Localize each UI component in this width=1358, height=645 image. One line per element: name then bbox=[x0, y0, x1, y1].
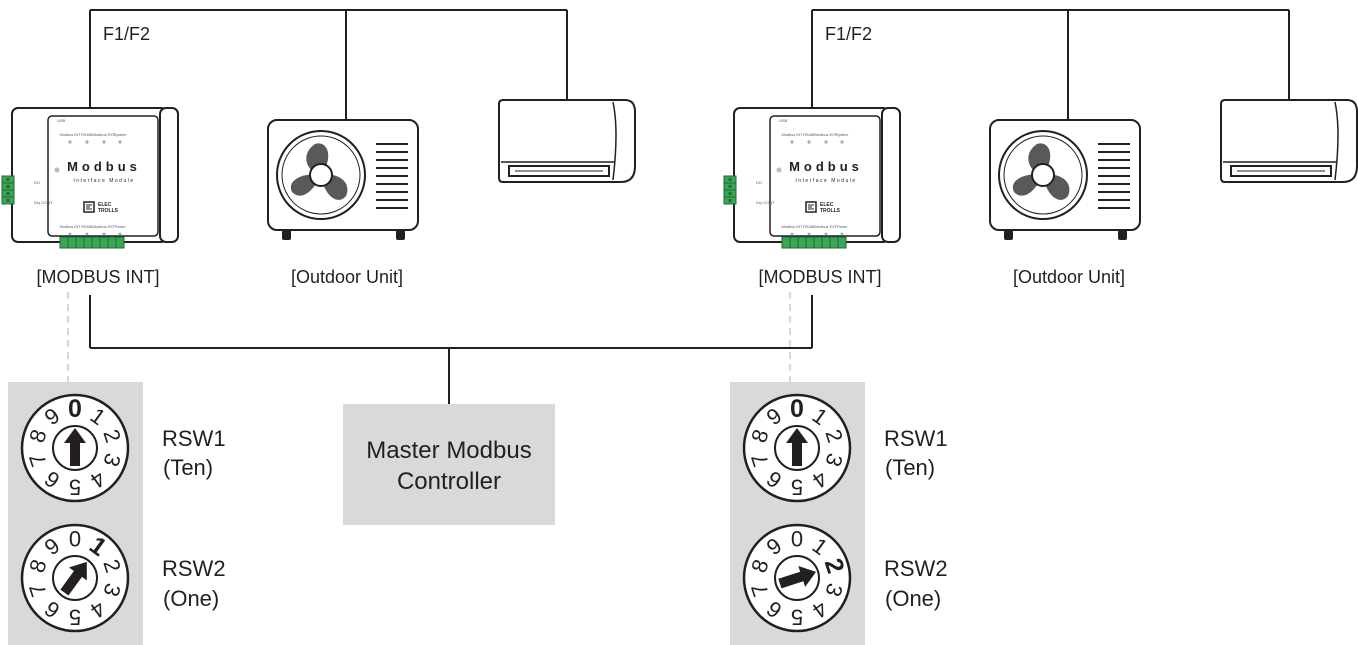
outdoor-unit-label: [Outdoor Unit] bbox=[291, 267, 403, 287]
rsw1-name: RSW1 bbox=[884, 426, 948, 451]
rsw1-dial-digit: 5 bbox=[791, 475, 803, 500]
rsw1-dial-digit: 5 bbox=[69, 475, 81, 500]
module-brand-2: TROLLS bbox=[98, 208, 119, 214]
module-bottom-led-label: RS485 bbox=[803, 225, 815, 229]
rsw1-desc: (Ten) bbox=[885, 455, 935, 480]
rsw1-dial-digit: 0 bbox=[68, 395, 82, 423]
module-brand-1: ELEC bbox=[820, 202, 834, 208]
rsw2-dial-digit: 5 bbox=[791, 605, 803, 630]
module-usb-label: USB bbox=[779, 118, 788, 123]
rsw2-name: RSW2 bbox=[162, 556, 226, 581]
module-title: Modbus bbox=[789, 159, 863, 174]
module-top-led-label: RS485 bbox=[803, 133, 815, 137]
module-do-label: DO bbox=[756, 180, 762, 185]
rsw2-dial-arrow-icon bbox=[60, 561, 87, 596]
rsw2-dial-digit: 0 bbox=[69, 527, 81, 552]
module-bottom-led-label: RS485 bbox=[81, 225, 93, 229]
outdoor-unit bbox=[989, 119, 1141, 241]
outdoor-unit-label: [Outdoor Unit] bbox=[1013, 267, 1125, 287]
outdoor-fan-icon bbox=[989, 119, 1141, 241]
module-title: Modbus bbox=[67, 159, 141, 174]
rsw1-dial-arrow-icon bbox=[786, 428, 808, 466]
master-line-1: Master Modbus bbox=[366, 437, 531, 464]
rsw2-dial-digit: 5 bbox=[69, 605, 81, 630]
module-top-led-label: Modbus EXT bbox=[93, 133, 116, 137]
module-bottom-led-label: Modbus EXT bbox=[815, 225, 838, 229]
rsw2-dial-digit: 0 bbox=[791, 527, 803, 552]
module-bottom-led-label: Power bbox=[115, 225, 126, 229]
module-top-led-label: System bbox=[836, 133, 849, 137]
module-subtitle: Interface Module bbox=[73, 178, 134, 184]
rsw2-dial-arrow-icon bbox=[778, 565, 817, 589]
indoor-unit bbox=[498, 99, 636, 183]
module-subtitle: Interface Module bbox=[795, 178, 856, 184]
module-top-led-label: RS485 bbox=[81, 133, 93, 137]
module-bottom-led-label: Modbus INT bbox=[782, 225, 803, 229]
rsw1-dial-arrow-icon bbox=[64, 428, 86, 466]
rsw2-name: RSW2 bbox=[884, 556, 948, 581]
modbus-int-label: [MODBUS INT] bbox=[36, 267, 159, 287]
bus-label: F1/F2 bbox=[825, 24, 872, 44]
module-dry-label: Dry CONT bbox=[756, 200, 775, 205]
rsw1-name: RSW1 bbox=[162, 426, 226, 451]
module-dry-label: Dry CONT bbox=[34, 200, 53, 205]
outdoor-unit bbox=[267, 119, 419, 241]
modbus-int-label: [MODBUS INT] bbox=[758, 267, 881, 287]
module-top-led-label: System bbox=[114, 133, 127, 137]
rsw1-desc: (Ten) bbox=[163, 455, 213, 480]
module-do-label: DO bbox=[34, 180, 40, 185]
rsw2-desc: (One) bbox=[885, 586, 941, 611]
module-brand-1: ELEC bbox=[98, 202, 112, 208]
master-controller bbox=[343, 404, 555, 525]
module-top-led-label: Modbus INT bbox=[60, 133, 81, 137]
module-usb-label: USB bbox=[57, 118, 66, 123]
indoor-unit-icon bbox=[498, 99, 636, 183]
module-bottom-led-label: Modbus INT bbox=[60, 225, 81, 229]
master-line-2: Controller bbox=[397, 468, 501, 495]
rsw1-dial-digit: 0 bbox=[790, 395, 804, 423]
indoor-unit-icon bbox=[1220, 99, 1358, 183]
module-top-led-label: Modbus EXT bbox=[815, 133, 838, 137]
indoor-unit bbox=[1220, 99, 1358, 183]
outdoor-fan-icon bbox=[267, 119, 419, 241]
rsw2-desc: (One) bbox=[163, 586, 219, 611]
module-bottom-led-label: Power bbox=[837, 225, 848, 229]
module-top-led-label: Modbus INT bbox=[782, 133, 803, 137]
module-bottom-led-label: Modbus EXT bbox=[93, 225, 116, 229]
module-brand-2: TROLLS bbox=[820, 208, 841, 214]
bus-label: F1/F2 bbox=[103, 24, 150, 44]
